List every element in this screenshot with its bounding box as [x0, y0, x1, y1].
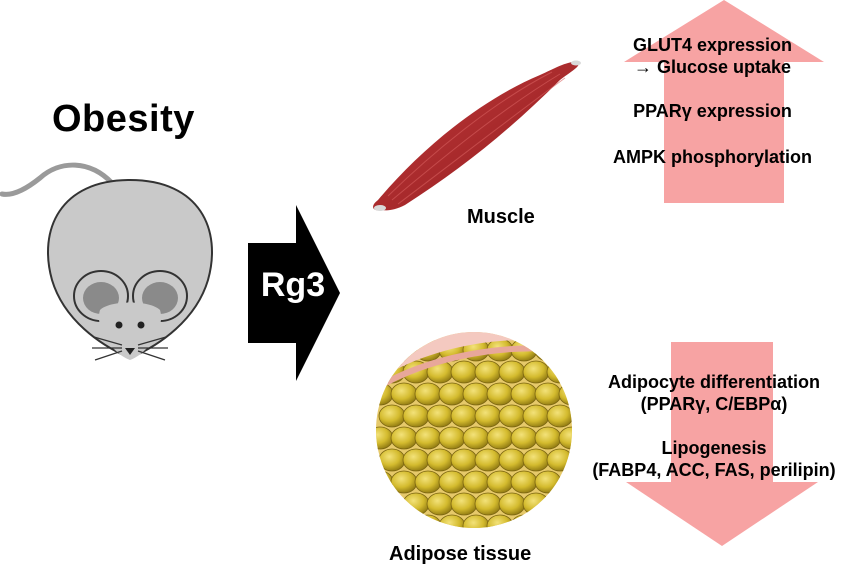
fat-cell	[462, 514, 490, 528]
fat-cell	[486, 426, 514, 450]
fat-cell	[390, 470, 418, 494]
fat-cell	[546, 448, 572, 472]
fat-cell	[474, 360, 502, 384]
fat-cell	[462, 470, 490, 494]
fat-cell	[522, 360, 550, 384]
fat-cell	[486, 382, 514, 406]
fat-cell	[522, 492, 550, 516]
ppar-expression-text: PPARγ expression	[633, 101, 792, 121]
lipogenesis-markers-text: (FABP4, ACC, FAS, perilipin)	[592, 460, 836, 480]
mouse-whiskers	[92, 336, 168, 361]
fat-cell	[438, 514, 466, 528]
fat-cell	[450, 492, 478, 516]
fat-cell	[498, 404, 526, 428]
fat-cell	[498, 448, 526, 472]
mouse-tail	[0, 162, 115, 197]
fat-cell	[498, 360, 526, 384]
mouse-head	[98, 302, 162, 360]
fat-cell	[378, 448, 406, 472]
fat-cell	[402, 448, 430, 472]
fat-cell	[510, 470, 538, 494]
fat-cell	[534, 382, 562, 406]
fat-cell	[474, 404, 502, 428]
mouse-eye-right	[137, 321, 145, 329]
fat-cell	[450, 404, 478, 428]
fat-cell	[414, 514, 442, 528]
fat-cell	[438, 426, 466, 450]
fat-cell	[426, 404, 454, 428]
muscle-label: Muscle	[467, 206, 535, 228]
fat-cell	[474, 448, 502, 472]
glucose-uptake-text: → Glucose uptake	[633, 57, 792, 77]
fat-cell	[462, 382, 490, 406]
fat-cell	[426, 492, 454, 516]
lipogenesis-text: Lipogenesis	[661, 438, 767, 458]
fat-cell	[498, 492, 526, 516]
fat-cell	[546, 360, 572, 384]
fat-cell	[390, 426, 418, 450]
fat-cell	[534, 338, 562, 362]
fat-cell	[510, 426, 538, 450]
fat-cell	[402, 492, 430, 516]
fat-cell	[510, 382, 538, 406]
increase-arrow	[624, 0, 824, 203]
adipose-illustration	[376, 332, 572, 528]
fat-cell	[376, 470, 394, 494]
fat-cell	[486, 470, 514, 494]
glut4-expression-text: GLUT4 expression	[632, 35, 793, 55]
obesity-title: Obesity	[52, 98, 195, 140]
fat-cell	[522, 404, 550, 428]
fat-cell	[558, 426, 572, 450]
fat-cell	[450, 448, 478, 472]
mouse-illustration	[0, 162, 213, 361]
fat-cell	[390, 382, 418, 406]
fat-cell	[522, 448, 550, 472]
mouse-eye-left	[115, 321, 123, 329]
fat-cell	[510, 514, 538, 528]
fat-cell	[378, 404, 406, 428]
fat-cell	[376, 426, 394, 450]
differentiation-markers-text: (PPARγ, C/EBPα)	[640, 394, 788, 414]
fat-cell	[534, 470, 562, 494]
fat-cell	[450, 360, 478, 384]
fat-cell	[402, 404, 430, 428]
rg3-label: Rg3	[260, 266, 326, 304]
fat-cell	[414, 426, 442, 450]
fat-cell	[414, 470, 442, 494]
decrease-arrow	[626, 342, 818, 546]
fat-cell	[486, 514, 514, 528]
fat-cell	[438, 470, 466, 494]
adipose-label: Adipose tissue	[389, 543, 532, 565]
rg3-arrow-shape	[248, 205, 340, 381]
fat-cell	[534, 426, 562, 450]
fat-cell	[426, 448, 454, 472]
fat-cell	[546, 404, 572, 428]
fat-cell	[462, 426, 490, 450]
fat-cell	[474, 492, 502, 516]
fat-cell	[438, 382, 466, 406]
fat-cell	[376, 382, 394, 406]
muscle-illustration	[373, 60, 581, 211]
mouse-nose	[125, 348, 135, 355]
ampk-phosphorylation-text: AMPK phosphorylation	[613, 147, 812, 167]
adipocyte-differentiation-text: Adipocyte differentiation	[607, 372, 820, 392]
fat-cell	[414, 382, 442, 406]
